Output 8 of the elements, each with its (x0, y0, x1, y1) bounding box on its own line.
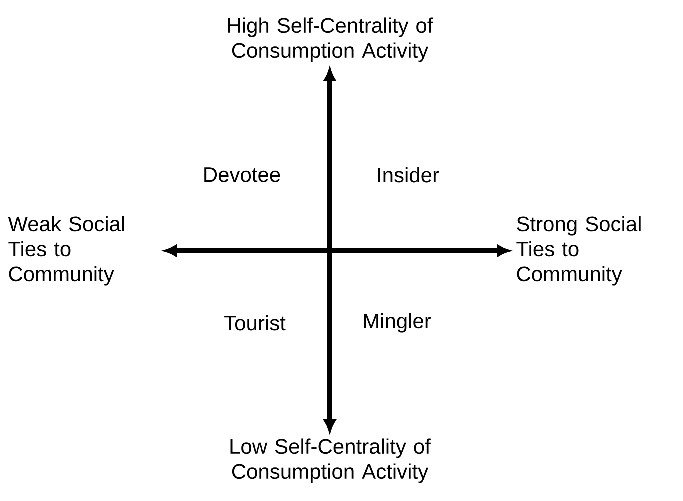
quadrant-label: Mingler (364, 313, 432, 333)
axis-label: High Self-Centrality of Consumption Activity (228, 18, 434, 62)
axis-label: Strong Social Ties to Community (516, 216, 641, 286)
quadrant-label: Tourist (224, 315, 286, 331)
quadrant-label: Insider (378, 167, 440, 183)
quadrant-label: Devotee (204, 168, 280, 182)
axis-label: Low Self-Centrality of Consumption Activity (230, 438, 431, 484)
axis-label: Weak Social Ties to Community (8, 216, 124, 286)
